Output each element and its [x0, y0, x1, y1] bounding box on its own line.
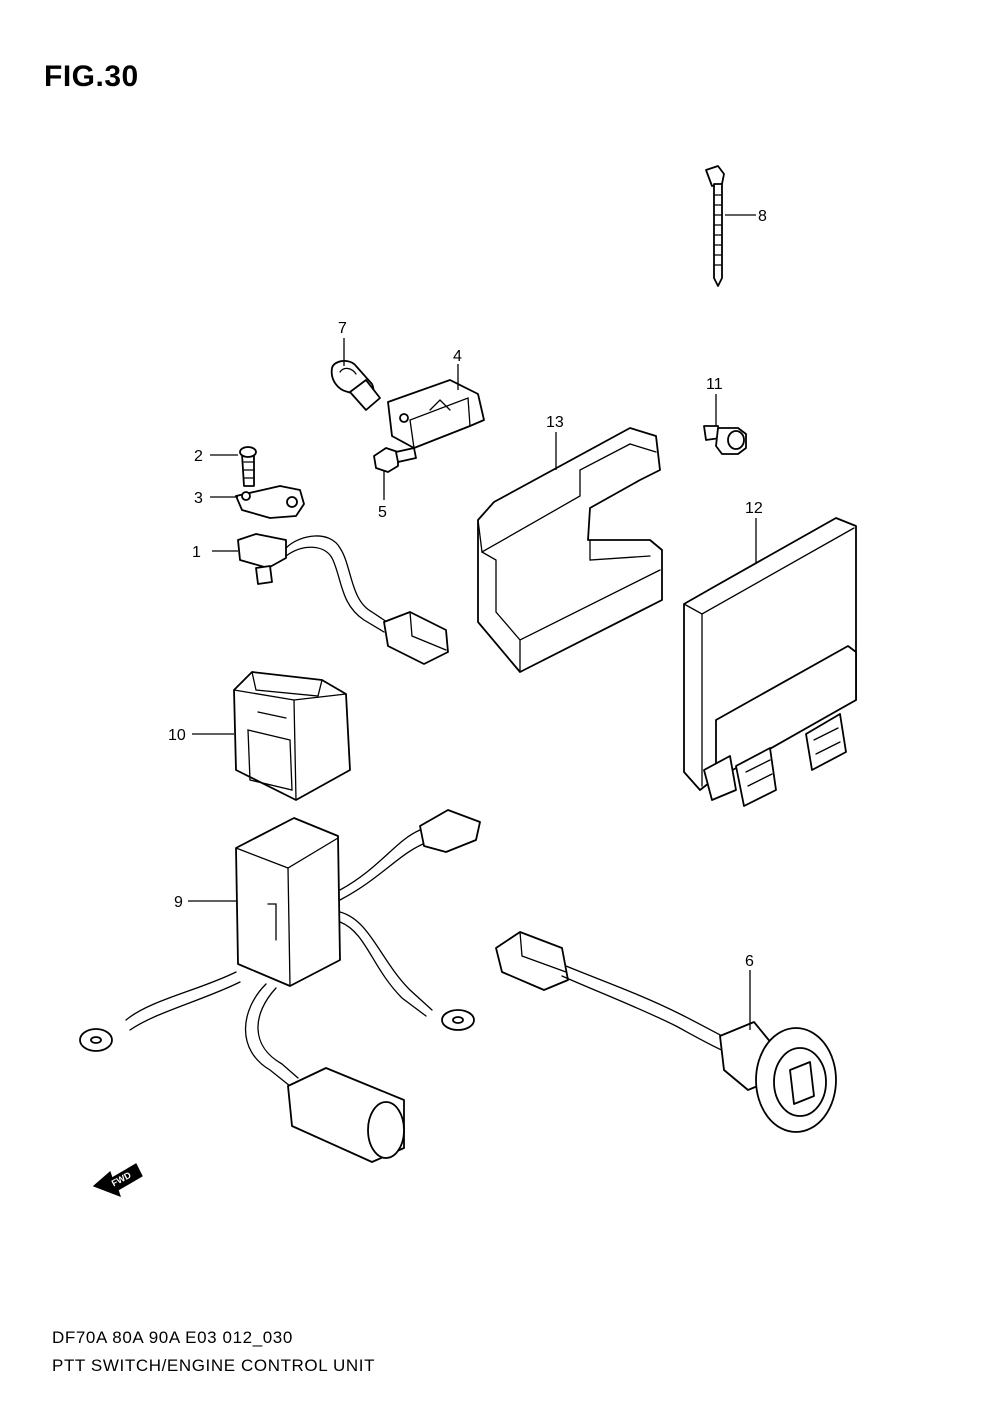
callout-2: 2 [194, 448, 203, 465]
callout-labels: 8 7 4 11 13 2 3 5 12 1 10 9 6 [168, 208, 767, 970]
bracket-part-4 [387, 379, 485, 449]
callout-13: 13 [546, 414, 564, 431]
callout-3: 3 [194, 490, 203, 507]
bolt-part-5 [373, 447, 417, 473]
callout-1: 1 [192, 544, 201, 561]
harness-connector [419, 809, 481, 853]
model-code: DF70A 80A 90A E03 012_030 [52, 1328, 293, 1347]
fwd-arrow-icon: FWD [92, 1163, 143, 1198]
callout-5: 5 [378, 504, 387, 521]
sensor-part-1 [237, 533, 287, 569]
bolt-part-11 [703, 425, 747, 455]
callout-11: 11 [706, 376, 723, 393]
leader-lines [188, 214, 757, 1030]
cable-tie-part-8 [705, 165, 725, 287]
callout-9: 9 [174, 894, 183, 911]
relay-cover-part-10 [233, 671, 351, 801]
ptt-sensor-assembly [235, 446, 449, 665]
plate-part-3 [235, 485, 305, 519]
clamp-part-7 [330, 360, 381, 411]
relay-harness-part-9 [79, 809, 481, 1163]
callout-7: 7 [338, 320, 347, 337]
callout-6: 6 [745, 953, 754, 970]
cover-part-13 [477, 427, 663, 673]
callout-10: 10 [168, 727, 186, 744]
switch-harness-part-6 [495, 931, 837, 1133]
callout-8: 8 [758, 208, 767, 225]
callout-12: 12 [745, 500, 763, 517]
ecu-part-12 [683, 517, 857, 807]
diagram-caption: PTT SWITCH/ENGINE CONTROL UNIT [52, 1356, 376, 1375]
callout-4: 4 [453, 348, 462, 365]
figure-title: FIG.30 [44, 60, 139, 93]
